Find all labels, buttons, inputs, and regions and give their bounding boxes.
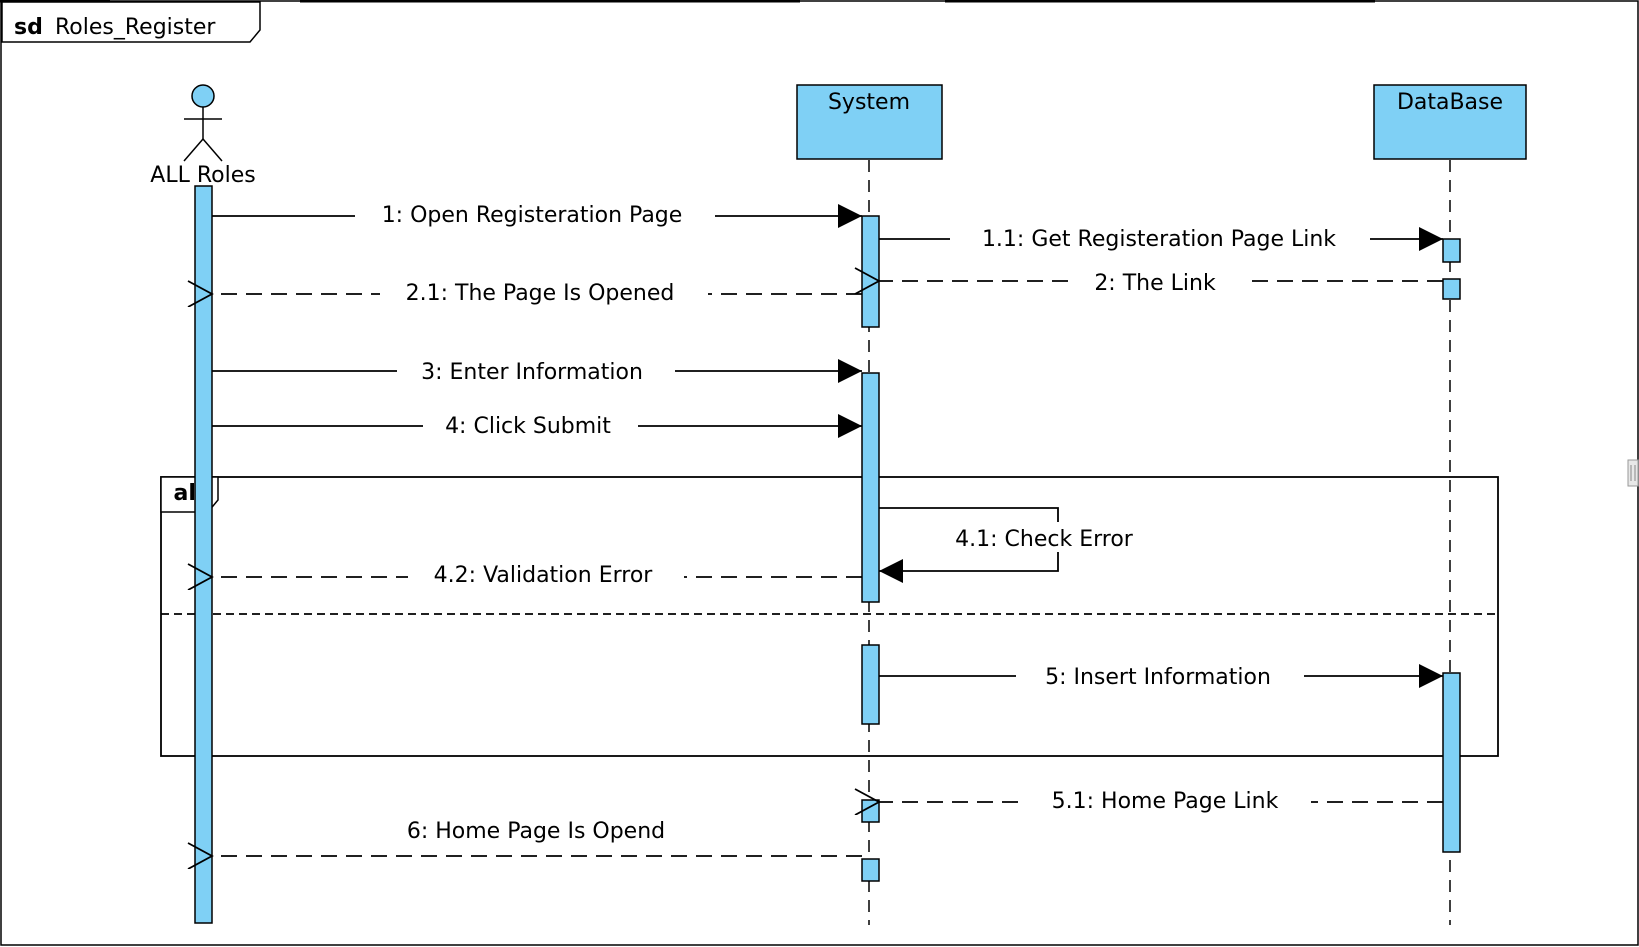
message-label: 6: Home Page Is Opend <box>407 819 665 844</box>
participant-system-label: System <box>828 90 910 115</box>
message-label: 4.1: Check Error <box>955 527 1134 552</box>
message-label: 3: Enter Information <box>421 360 643 385</box>
message-label-background <box>1023 788 1311 816</box>
message-label: 2.1: The Page Is Opened <box>406 281 675 306</box>
activation-database-3 <box>1442 672 1461 853</box>
message-label: 1: Open Registeration Page <box>382 203 683 228</box>
message-label: 5: Insert Information <box>1045 665 1271 690</box>
frame-name: Roles_Register <box>55 15 216 40</box>
activation-system-2 <box>861 372 880 603</box>
activation-database-1 <box>1442 238 1461 263</box>
message-label: 2: The Link <box>1094 271 1216 296</box>
message-label: 4.2: Validation Error <box>434 563 654 588</box>
activation-system-3 <box>861 644 880 725</box>
message-m21: 2.1: The Page Is Opened <box>212 280 862 308</box>
message-m1: 1: Open Registeration Page <box>212 202 862 230</box>
message-m2: 2: The Link <box>879 267 1443 296</box>
activation-actor <box>194 185 213 924</box>
activation-system-5 <box>861 858 880 882</box>
message-label-background <box>423 412 638 440</box>
message-label-background <box>950 225 1370 253</box>
message-label-background <box>408 563 684 591</box>
message-m51: 5.1: Home Page Link <box>879 788 1443 816</box>
activation-system-4 <box>861 799 880 823</box>
actor-label: ALL Roles <box>150 163 255 188</box>
message-m5: 5: Insert Information <box>879 662 1443 690</box>
message-m41: 4.1: Check Error <box>879 507 1143 583</box>
message-label: 5.1: Home Page Link <box>1052 789 1279 814</box>
activation-database-2 <box>1442 278 1461 300</box>
message-label: 1.1: Get Registeration Page Link <box>982 227 1336 252</box>
participant-system: System <box>796 84 943 160</box>
participant-database: DataBase <box>1373 84 1527 160</box>
actor-all-roles: ALL Roles <box>150 84 256 188</box>
message-label-background <box>1075 267 1243 295</box>
messages: 1: Open Registeration Page 1.1: Get Regis… <box>212 202 1443 856</box>
message-m11: 1.1: Get Registeration Page Link <box>879 225 1443 253</box>
message-label-background <box>1016 662 1304 690</box>
message-label: 4: Click Submit <box>445 414 611 439</box>
message-m6: 6: Home Page Is Opend <box>212 819 862 856</box>
message-label-background <box>397 357 675 385</box>
message-label-background <box>948 522 1143 552</box>
message-m4: 4: Click Submit <box>212 412 862 440</box>
participant-database-label: DataBase <box>1397 90 1503 115</box>
message-m3: 3: Enter Information <box>212 357 862 385</box>
activations <box>194 185 1461 924</box>
frame-tab: sd Roles_Register <box>1 1 261 43</box>
message-label-background <box>355 202 715 230</box>
message-label-background <box>380 280 708 308</box>
scroll-handle[interactable] <box>1627 459 1639 487</box>
actor-icon <box>191 84 215 108</box>
message-m42: 4.2: Validation Error <box>212 563 862 591</box>
frame-kind: sd <box>14 15 43 40</box>
activation-system-1 <box>861 215 880 328</box>
